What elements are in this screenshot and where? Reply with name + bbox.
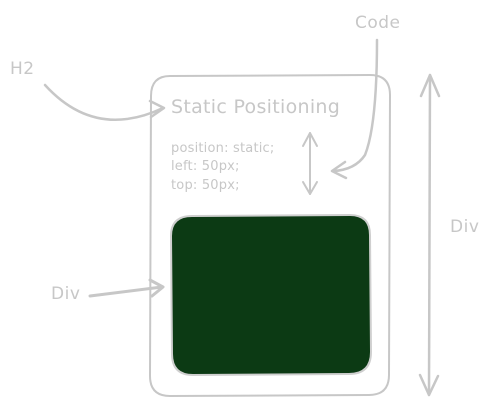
div-left-arrow xyxy=(88,285,164,298)
h2-arrow xyxy=(43,83,165,121)
div-right-arrow xyxy=(427,73,432,397)
code-line-left: left: 50px; xyxy=(171,159,240,174)
h2-label: H2 xyxy=(10,59,35,79)
spacing-arrowhead-bottom xyxy=(302,181,318,195)
h2-arrowhead xyxy=(148,99,166,119)
code-label: Code xyxy=(355,13,401,33)
code-arrow xyxy=(331,38,379,173)
inner-div-box xyxy=(169,213,373,377)
div-left-label: Div xyxy=(51,284,80,304)
div-right-arrowhead-bottom xyxy=(418,373,440,397)
div-right-arrowhead-top xyxy=(419,73,441,98)
spacing-arrowhead-top xyxy=(302,132,318,147)
panel-heading: Static Positioning xyxy=(171,96,340,118)
outer-div-box xyxy=(149,74,391,397)
code-line-top: top: 50px; xyxy=(171,178,240,193)
code-line-position: position: static; xyxy=(171,141,274,156)
code-arrowhead xyxy=(330,160,348,180)
div-right-label: Div xyxy=(450,217,479,237)
div-left-arrowhead xyxy=(148,278,165,298)
